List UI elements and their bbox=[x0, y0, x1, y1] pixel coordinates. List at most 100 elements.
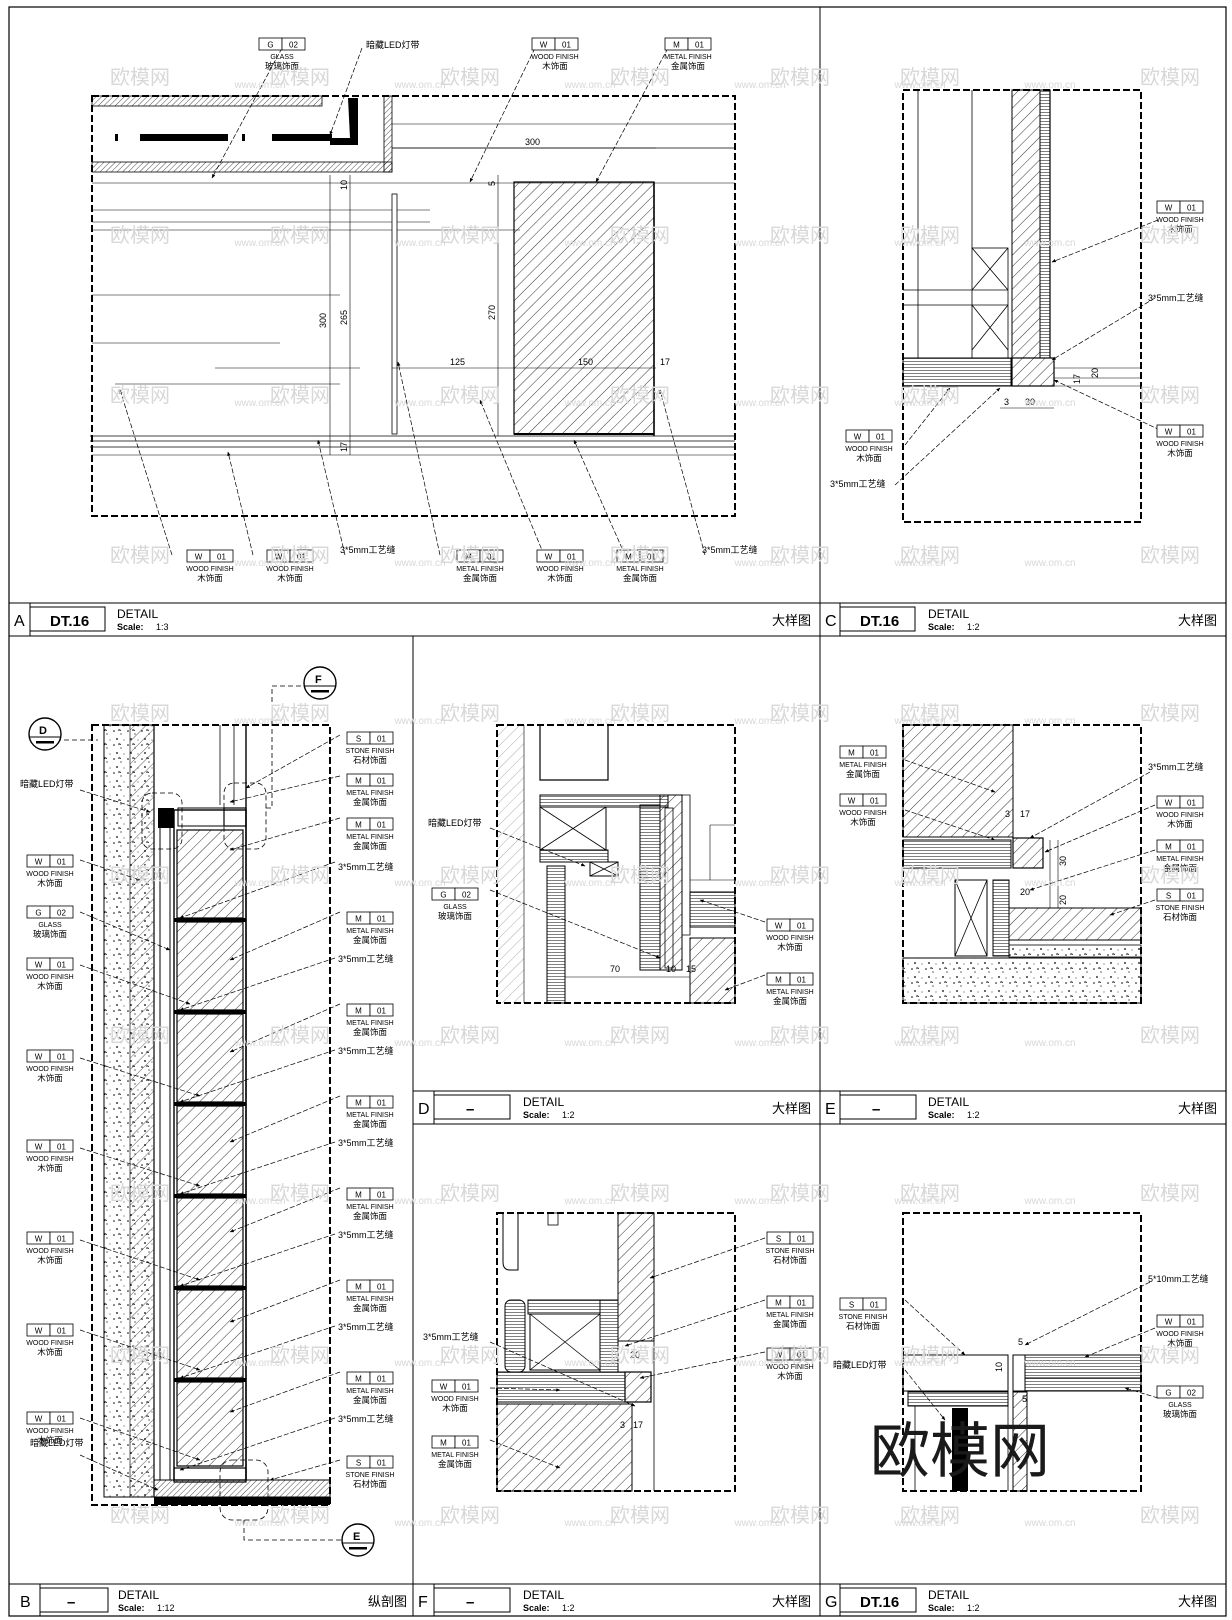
watermark-url: www.om.cn bbox=[563, 1518, 615, 1529]
watermark-text: 欧模网 bbox=[110, 544, 170, 567]
tag-code: W bbox=[35, 1327, 43, 1336]
watermark-text: 欧模网 bbox=[900, 864, 960, 887]
watermark-url: www.om.cn bbox=[893, 558, 945, 569]
tag-english: WOOD FINISH bbox=[26, 974, 73, 981]
tag-code: W bbox=[848, 797, 856, 806]
tag-english: STONE FINISH bbox=[839, 1314, 888, 1321]
note-led: 暗藏LED灯带 bbox=[20, 778, 74, 789]
tag-chinese: 木饰面 bbox=[37, 1435, 63, 1445]
tag-english: METAL FINISH bbox=[766, 1312, 813, 1319]
tag-number: 01 bbox=[1187, 428, 1196, 437]
watermark-url: www.om.cn bbox=[1023, 1196, 1075, 1207]
watermark-text: 欧模网 bbox=[270, 1504, 330, 1527]
tag-chinese: 石材饰面 bbox=[353, 1479, 388, 1489]
tag-chinese: 金属饰面 bbox=[1163, 863, 1198, 873]
tag-number: 01 bbox=[797, 1351, 806, 1360]
watermark-text: 欧模网 bbox=[900, 1344, 960, 1367]
watermark-text: 欧模网 bbox=[900, 1024, 960, 1047]
watermark-url: www.om.cn bbox=[233, 558, 285, 569]
watermark-text: 欧模网 bbox=[610, 1344, 670, 1367]
title-bar-b: B – DETAIL Scale: 1:12 纵剖图 bbox=[20, 1584, 407, 1616]
watermark-url: www.om.cn bbox=[1023, 558, 1075, 569]
watermark-url: www.om.cn bbox=[233, 238, 285, 249]
tag-chinese: 木饰面 bbox=[197, 573, 223, 583]
tag-english: GLASS bbox=[270, 54, 294, 61]
note-seam: 3*5mm工艺缝 bbox=[423, 1331, 479, 1342]
watermark-url: www.om.cn bbox=[1023, 716, 1075, 727]
tag-code: G bbox=[1165, 1389, 1171, 1398]
tag-chinese: 石材饰面 bbox=[846, 1321, 881, 1331]
tag-code: M bbox=[673, 41, 680, 50]
callout-d: D bbox=[28, 717, 62, 751]
dim-c-3: 3 bbox=[1004, 397, 1009, 407]
watermark-text: 欧模网 bbox=[900, 224, 960, 247]
tag-number: 01 bbox=[1187, 892, 1196, 901]
watermark-url: www.om.cn bbox=[393, 558, 445, 569]
watermark-text: 欧模网 bbox=[770, 1344, 830, 1367]
tag-english: STONE FINISH bbox=[766, 1248, 815, 1255]
tag-english: WOOD FINISH bbox=[766, 935, 813, 942]
tag-code: S bbox=[1166, 892, 1171, 901]
tag-english: METAL FINISH bbox=[456, 566, 503, 573]
tag-number: 01 bbox=[1187, 204, 1196, 213]
tag-code: W bbox=[1165, 428, 1173, 437]
tag-number: 02 bbox=[1187, 1389, 1196, 1398]
watermark-text: 欧模网 bbox=[270, 1182, 330, 1205]
tag-chinese: 金属饰面 bbox=[353, 1303, 388, 1313]
watermark-text: 欧模网 bbox=[900, 702, 960, 725]
tag-number: 02 bbox=[57, 909, 66, 918]
watermark-url: www.om.cn bbox=[1023, 80, 1075, 91]
title-ref: – bbox=[872, 1101, 880, 1118]
watermark-text: 欧模网 bbox=[1140, 1024, 1200, 1047]
watermark-url: www.om.cn bbox=[563, 238, 615, 249]
note-seam: 3*5mm工艺缝 bbox=[338, 1413, 394, 1424]
tag-chinese: 木饰面 bbox=[442, 1403, 468, 1413]
title-letter: C bbox=[825, 613, 837, 630]
title-ref: – bbox=[466, 1594, 474, 1611]
title-scale: 1:2 bbox=[967, 1603, 980, 1613]
watermark-url: www.om.cn bbox=[733, 398, 785, 409]
watermark-url: www.om.cn bbox=[1023, 1518, 1075, 1529]
watermark-text: 欧模网 bbox=[1140, 544, 1200, 567]
tag-english: METAL FINISH bbox=[346, 1204, 393, 1211]
dim-d-15: 15 bbox=[686, 964, 696, 974]
watermark-url: www.om.cn bbox=[893, 1038, 945, 1049]
watermark-url: www.om.cn bbox=[893, 1196, 945, 1207]
tag-code: W bbox=[1165, 204, 1173, 213]
dim-a-300h: 300 bbox=[318, 313, 328, 328]
tag-code: M bbox=[355, 777, 362, 786]
tag-code: W bbox=[1165, 1318, 1173, 1327]
watermark-text: 欧模网 bbox=[610, 66, 670, 89]
watermark-url: www.om.cn bbox=[1023, 238, 1075, 249]
watermark-text: 欧模网 bbox=[900, 1182, 960, 1205]
detail-e-leaders bbox=[904, 759, 1156, 916]
title-scale: 1:2 bbox=[562, 1110, 575, 1120]
detail-g-drawing bbox=[902, 1212, 1142, 1492]
tag-chinese: 玻璃饰面 bbox=[1163, 1409, 1198, 1419]
tag-english: METAL FINISH bbox=[616, 566, 663, 573]
tag-english: WOOD FINISH bbox=[1156, 217, 1203, 224]
watermark-url: www.om.cn bbox=[233, 878, 285, 889]
tag-code: W bbox=[35, 858, 43, 867]
watermark-url: www.om.cn bbox=[733, 1038, 785, 1049]
watermark-url: www.om.cn bbox=[393, 1196, 445, 1207]
title-scale-label: Scale: bbox=[117, 622, 144, 632]
dim-g-5: 5 bbox=[1018, 1337, 1023, 1347]
watermark-text: 欧模网 bbox=[770, 544, 830, 567]
tag-code: M bbox=[355, 1007, 362, 1016]
tag-number: 01 bbox=[797, 1235, 806, 1244]
watermark-text: 欧模网 bbox=[270, 66, 330, 89]
title-ref: – bbox=[67, 1594, 75, 1611]
watermark-text: 欧模网 bbox=[770, 384, 830, 407]
watermark-text: 欧模网 bbox=[440, 1182, 500, 1205]
tag-number: 01 bbox=[57, 1053, 66, 1062]
